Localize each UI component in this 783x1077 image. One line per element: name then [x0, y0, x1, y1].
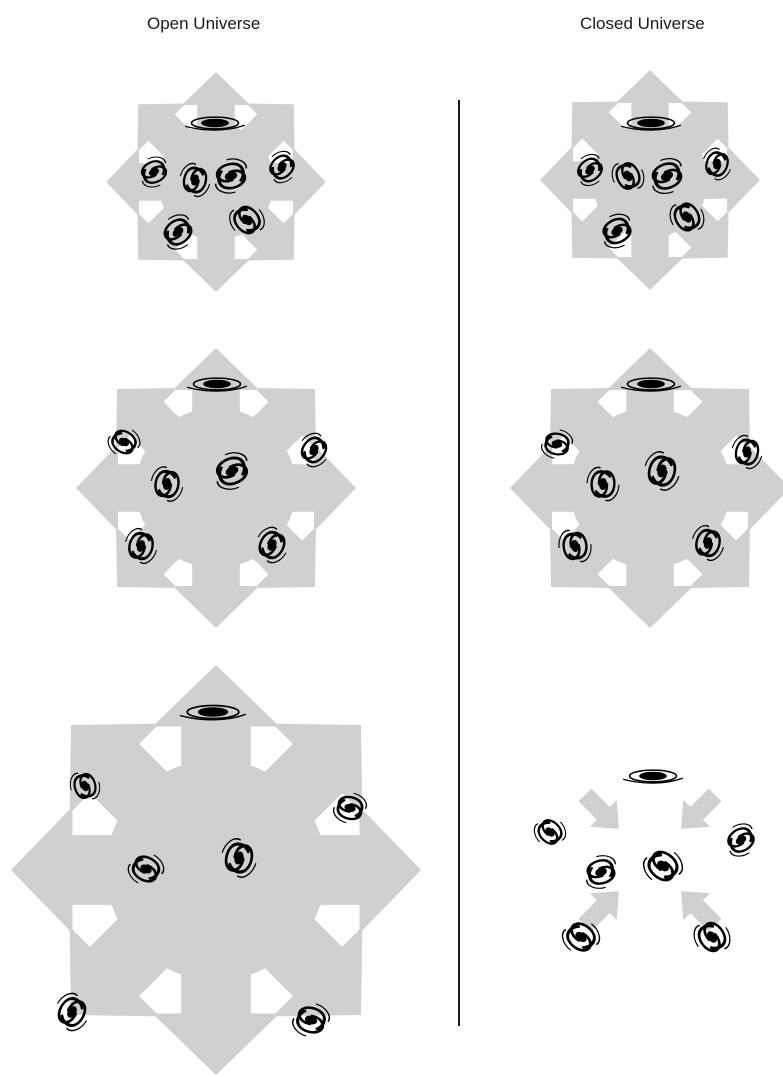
- spiral-galaxy-icon: [621, 117, 681, 130]
- spiral-galaxy-icon: [581, 852, 622, 892]
- spiral-galaxy-icon: [638, 841, 688, 891]
- spiral-galaxy-icon: [185, 117, 245, 130]
- closed-universe-stage-1: [540, 70, 760, 290]
- open-universe-stage-1: [106, 72, 326, 292]
- spiral-galaxy-icon: [720, 819, 763, 861]
- contraction-arrow-icon: [668, 782, 729, 843]
- contraction-arrow-icon: [572, 782, 633, 843]
- open-universe-stage-3: [11, 665, 421, 1075]
- closed-universe-stage-3: [529, 770, 762, 961]
- contraction-arrow-icon: [572, 878, 633, 939]
- spiral-galaxy-icon: [529, 811, 570, 852]
- spiral-galaxy-icon: [623, 770, 683, 783]
- closed-universe-stage-2: [510, 348, 783, 628]
- open-universe-stage-2: [76, 348, 356, 628]
- contraction-arrow-icon: [668, 878, 729, 939]
